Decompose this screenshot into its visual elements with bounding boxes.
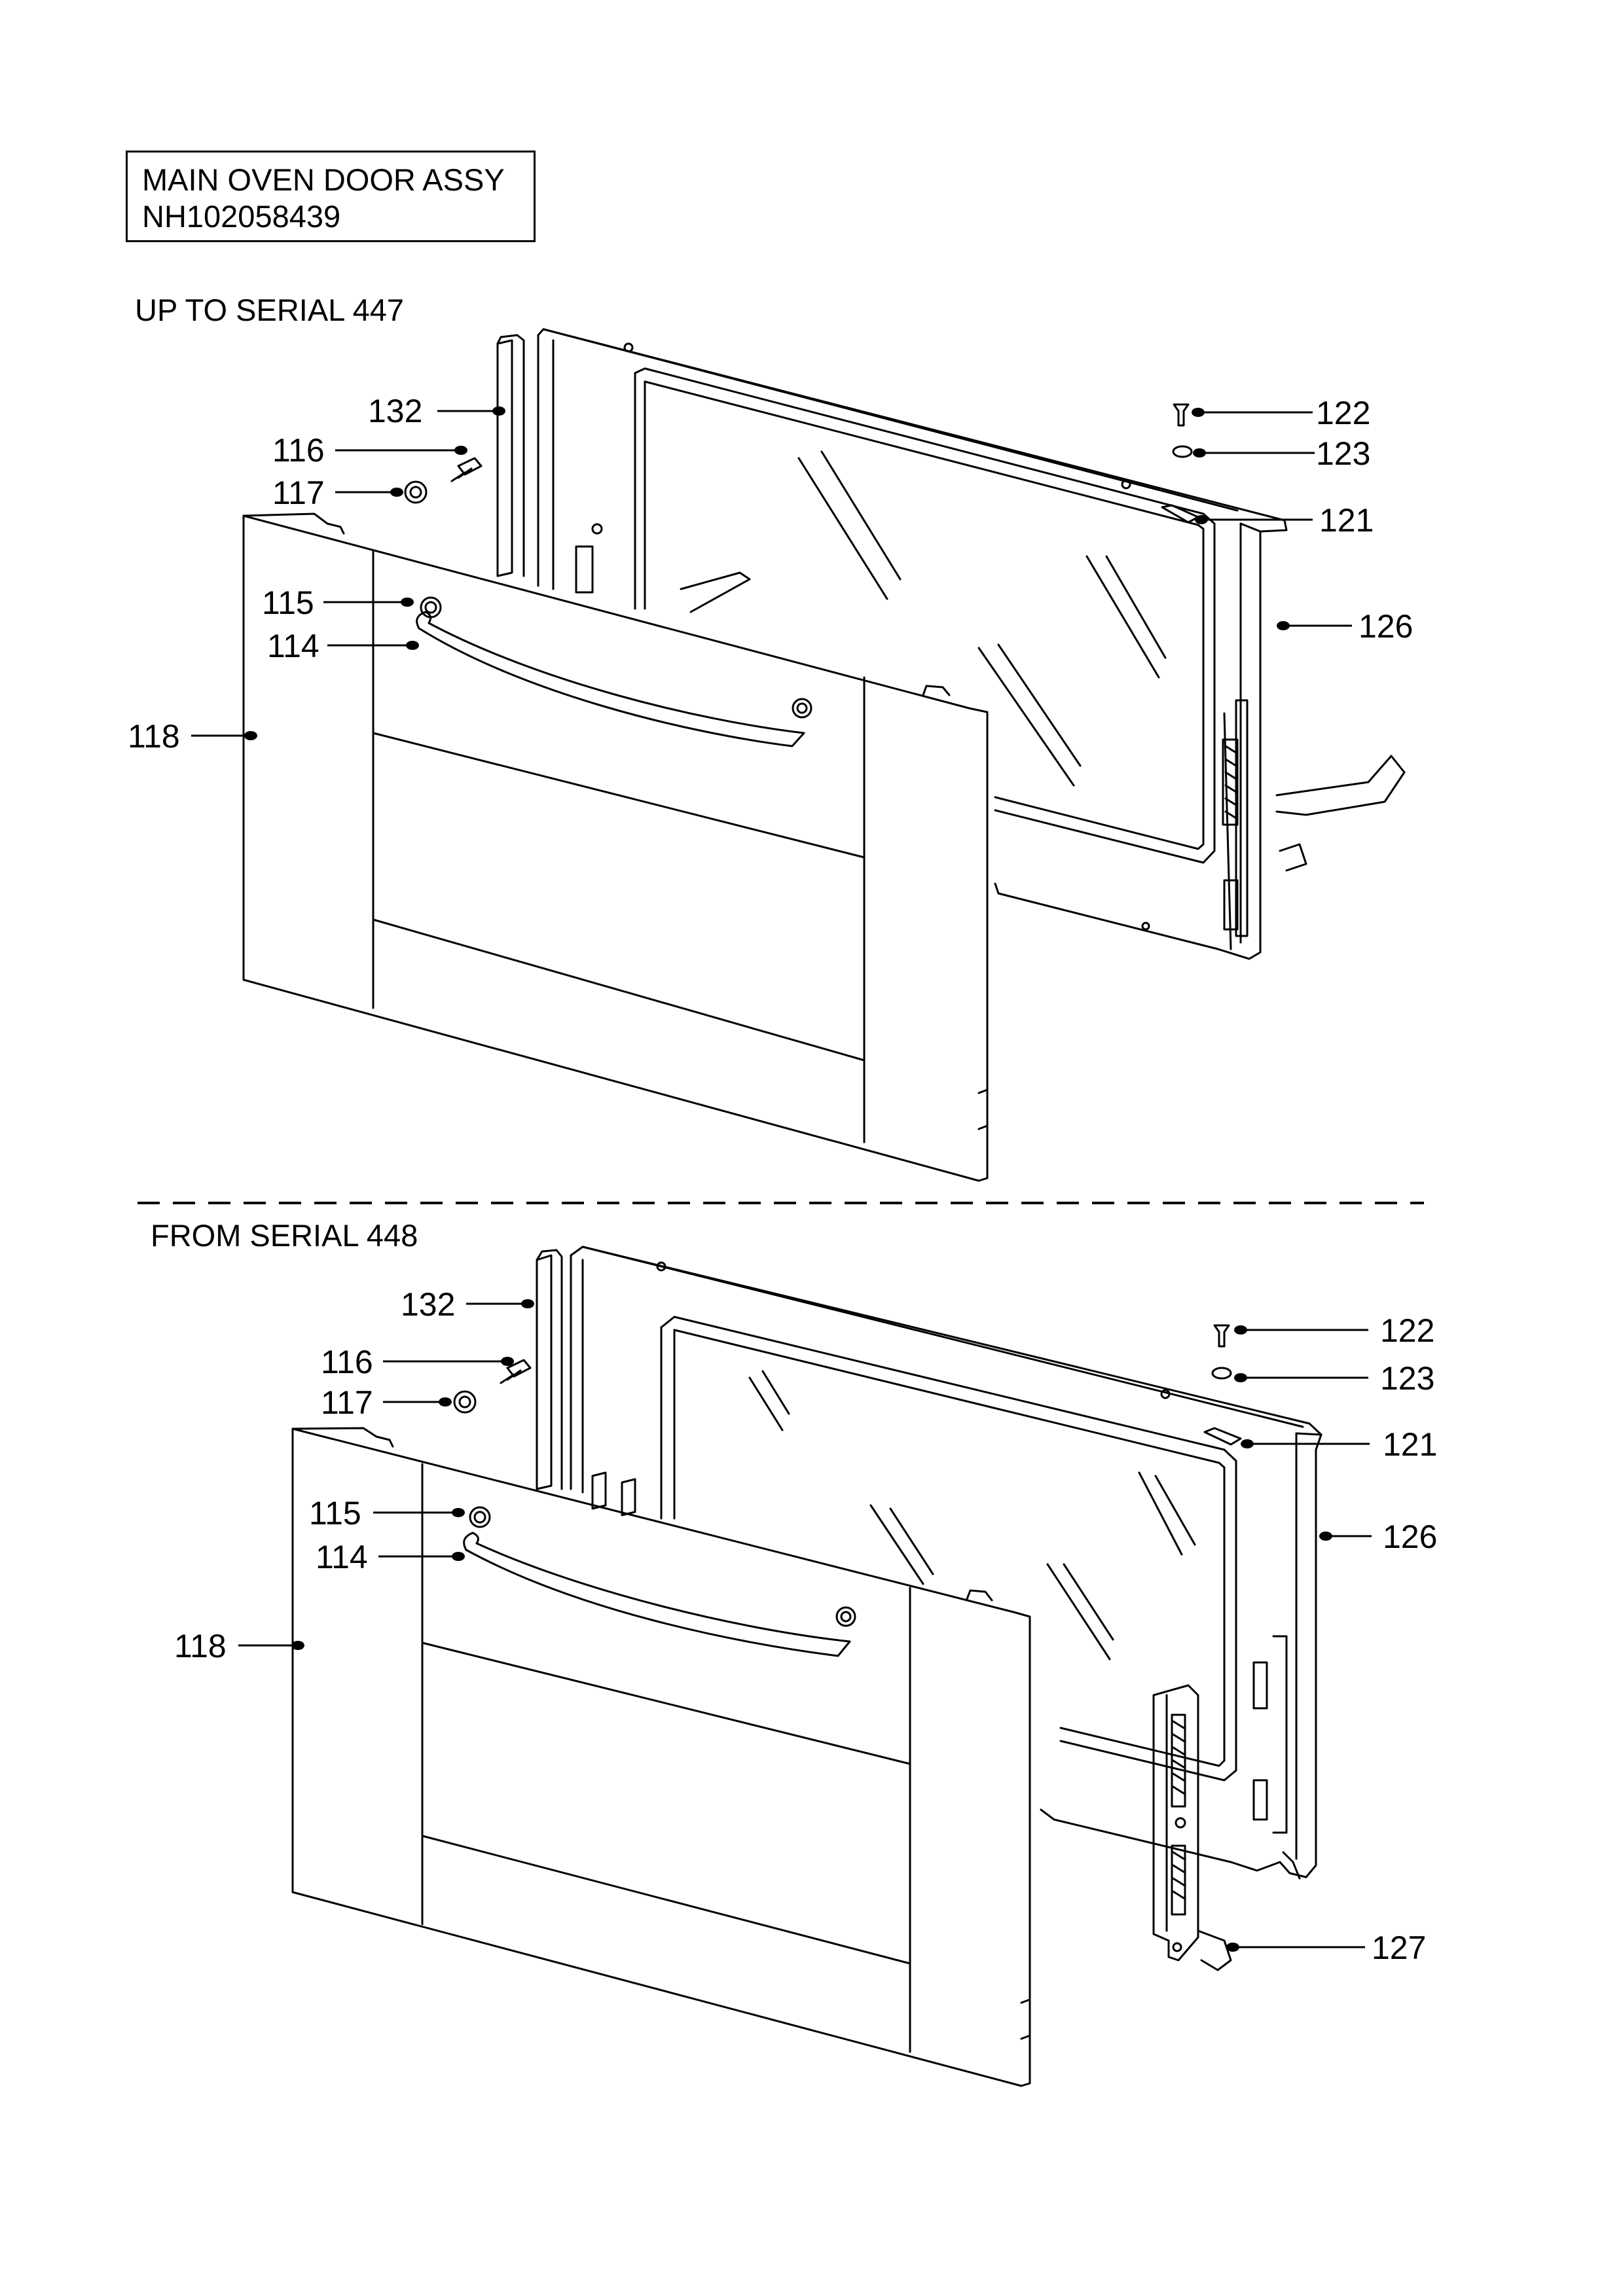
lower-hinge-127 <box>1152 1684 1232 1971</box>
callout-dot <box>1241 1439 1254 1448</box>
upper-screw-116 <box>450 457 483 482</box>
callout-label: 114 <box>267 628 319 664</box>
callout-dot <box>291 1641 304 1650</box>
callout-label: 121 <box>1383 1426 1437 1463</box>
callout-117: 117 <box>272 475 403 511</box>
upper-inner-frame <box>537 328 1406 960</box>
lower-assembly <box>291 1246 1322 2087</box>
callout-dot <box>501 1357 514 1366</box>
lower-front-panel <box>291 1427 1031 2087</box>
lower-screw-122 <box>1213 1324 1230 1348</box>
callout-label: 123 <box>1380 1360 1434 1397</box>
title-line-2: NH102058439 <box>142 199 341 234</box>
callout-label: 117 <box>321 1384 373 1421</box>
callout-121: 121 <box>1241 1426 1437 1463</box>
upper-screw-122 <box>1173 403 1190 427</box>
callout-label: 132 <box>401 1286 455 1323</box>
upper-cap-117 <box>404 480 428 504</box>
callout-dot <box>452 1508 465 1517</box>
callout-dot <box>454 446 467 455</box>
callout-dot <box>452 1552 465 1561</box>
callout-121: 121 <box>1195 502 1374 539</box>
callout-label: 117 <box>272 475 325 511</box>
callout-dot <box>1234 1373 1247 1382</box>
callout-126: 126 <box>1277 608 1413 645</box>
upper-washer-123 <box>1172 445 1193 458</box>
callout-label: 118 <box>174 1628 227 1664</box>
callout-dot <box>401 598 414 607</box>
callout-dot <box>1234 1325 1247 1335</box>
callout-115: 115 <box>262 584 414 621</box>
callout-label: 126 <box>1383 1518 1437 1555</box>
callout-122: 122 <box>1192 395 1370 431</box>
callout-label: 115 <box>262 584 314 621</box>
callout-122: 122 <box>1234 1312 1434 1349</box>
lower-washer-123 <box>1211 1367 1232 1380</box>
callout-label: 122 <box>1380 1312 1434 1349</box>
callout-116: 116 <box>321 1344 514 1380</box>
callout-dot <box>1319 1532 1332 1541</box>
callout-dot <box>1277 621 1290 630</box>
lower-seal <box>536 1249 563 1490</box>
callout-label: 115 <box>309 1495 361 1532</box>
callout-dot <box>492 406 505 416</box>
upper-assembly <box>242 328 1406 1182</box>
callout-label: 116 <box>321 1344 373 1380</box>
callout-dot <box>390 488 403 497</box>
lower-inner-frame <box>570 1246 1322 1880</box>
section-label-lower: FROM SERIAL 448 <box>151 1218 418 1253</box>
callout-dot <box>521 1299 534 1308</box>
callout-label: 126 <box>1359 608 1413 645</box>
lower-screw-116 <box>500 1359 532 1384</box>
callout-label: 127 <box>1372 1929 1426 1966</box>
upper-front-panel <box>242 512 989 1182</box>
callout-label: 116 <box>272 432 325 469</box>
callout-118: 118 <box>128 718 257 755</box>
callout-dot <box>1226 1943 1239 1952</box>
callout-115: 115 <box>309 1495 465 1532</box>
callout-dot <box>406 641 419 650</box>
callouts: 132 116 117 115 114 118 122 123 121 126 132 116 117 1… <box>128 393 1437 1966</box>
callout-132: 132 <box>368 393 505 429</box>
lower-cap-117 <box>453 1390 477 1414</box>
callout-126: 126 <box>1319 1518 1437 1555</box>
callout-123: 123 <box>1193 435 1370 472</box>
callout-132: 132 <box>401 1286 534 1323</box>
upper-seal <box>496 334 525 577</box>
callout-123: 123 <box>1234 1360 1434 1397</box>
callout-label: 132 <box>368 393 422 429</box>
callout-label: 122 <box>1316 395 1370 431</box>
callout-118: 118 <box>174 1628 304 1664</box>
callout-label: 114 <box>316 1539 368 1575</box>
callout-127: 127 <box>1226 1929 1426 1966</box>
callout-label: 118 <box>128 718 180 755</box>
callout-dot <box>1192 408 1205 417</box>
callout-dot <box>244 731 257 740</box>
callout-114: 114 <box>267 628 419 664</box>
callout-116: 116 <box>272 432 467 469</box>
callout-114: 114 <box>316 1539 465 1575</box>
callout-dot <box>439 1397 452 1407</box>
title-line-1: MAIN OVEN DOOR ASSY <box>142 162 505 197</box>
callout-label: 121 <box>1319 502 1374 539</box>
title-box: MAIN OVEN DOOR ASSY NH102058439 <box>126 151 536 242</box>
callout-label: 123 <box>1316 435 1370 472</box>
callout-dot <box>1195 515 1208 524</box>
callout-117: 117 <box>321 1384 452 1421</box>
callout-dot <box>1193 448 1206 457</box>
section-label-upper: UP TO SERIAL 447 <box>135 293 405 327</box>
